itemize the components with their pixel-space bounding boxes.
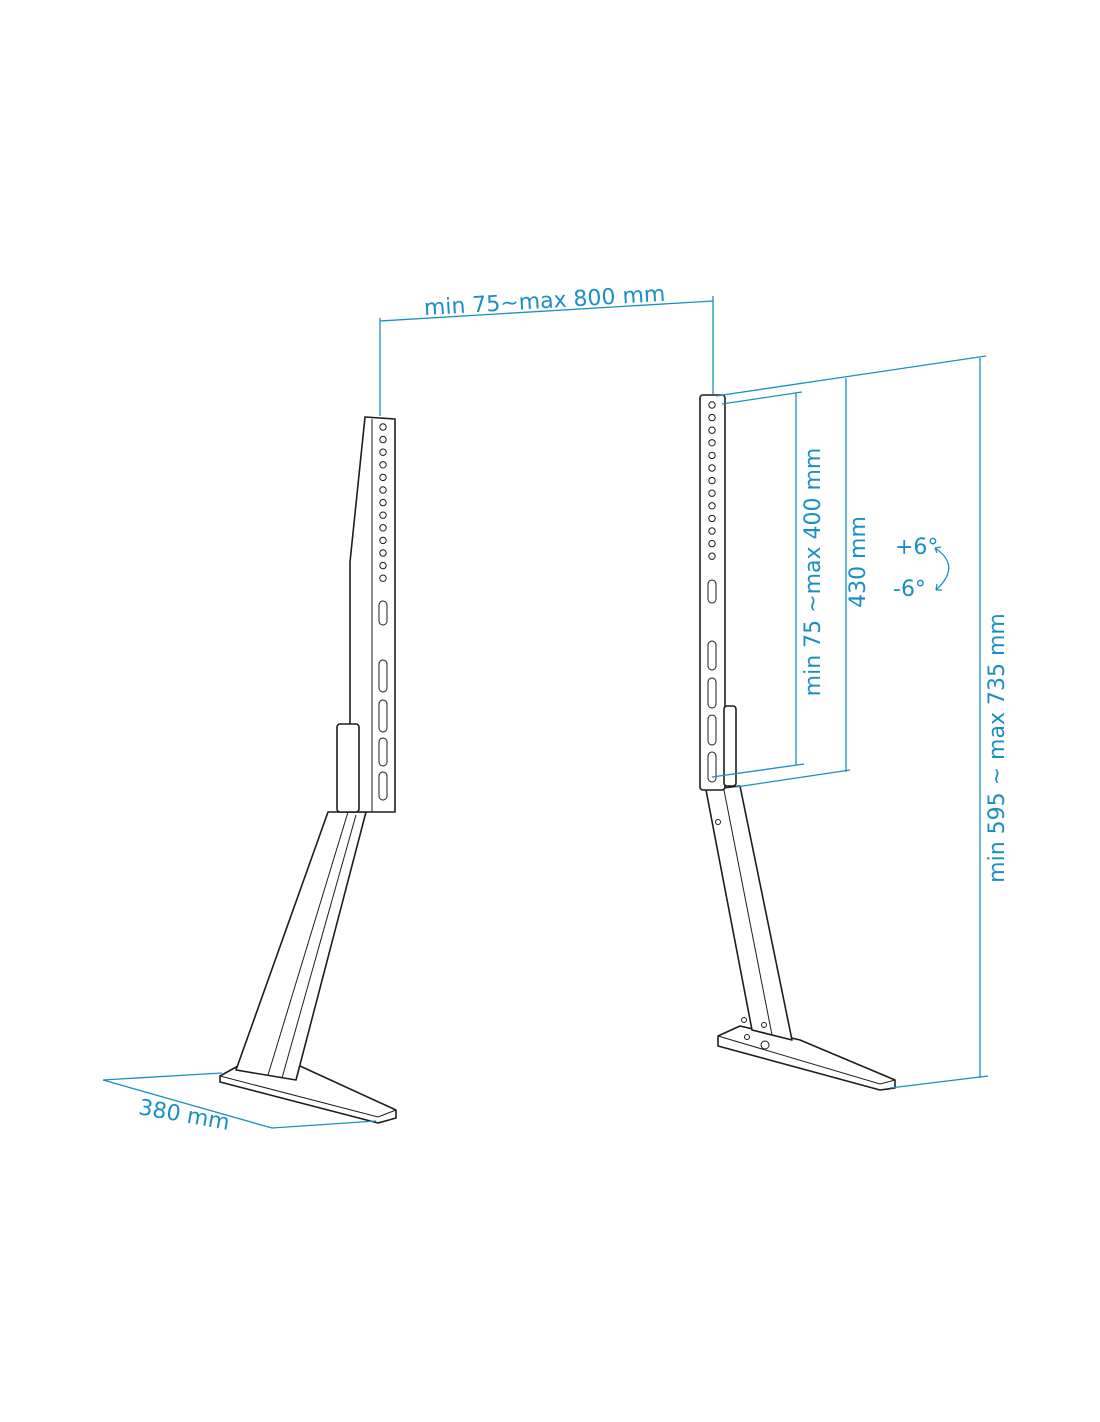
mounting-hole (379, 511, 387, 519)
mounting-hole (708, 426, 716, 434)
mounting-slot (707, 579, 717, 604)
left-hole-column (379, 423, 387, 582)
mounting-hole (708, 514, 716, 523)
mounting-hole (379, 461, 387, 469)
mounting-slot (707, 640, 717, 671)
left-leg (235, 811, 367, 1081)
mounting-hole (708, 451, 716, 460)
mounting-hole (379, 498, 387, 507)
mounting-hole (379, 486, 387, 494)
right-bracket (699, 394, 726, 791)
mounting-hole (708, 464, 716, 472)
mounting-hole (379, 574, 387, 582)
mounting-hole (379, 524, 387, 532)
bracket-length-label: 430 mm (846, 516, 871, 608)
mounting-slot (378, 659, 388, 693)
mounting-hole (379, 536, 387, 545)
mounting-hole (708, 527, 716, 535)
left-clamp (336, 723, 360, 813)
vesa-vertical-label: min 75 ~max 400 mm (801, 448, 826, 697)
mounting-slot (707, 714, 717, 746)
mounting-hole (708, 439, 716, 447)
mounting-slot (707, 751, 717, 783)
left-stand (219, 416, 397, 1124)
mounting-slot (707, 677, 717, 709)
mounting-slot (378, 737, 388, 767)
right-leg (705, 785, 793, 1041)
mounting-hole (708, 401, 716, 409)
mounting-slot (378, 600, 388, 626)
mounting-hole (708, 539, 716, 548)
tilt-arc-arrow-icon (934, 546, 950, 591)
right-slot-column (707, 579, 717, 783)
dimension-lines (102, 296, 989, 1129)
mounting-hole (379, 473, 387, 482)
left-slot-column (378, 600, 388, 801)
mounting-hole (379, 423, 387, 431)
mounting-hole (379, 435, 387, 444)
mounting-slot (378, 699, 388, 733)
mounting-hole (379, 561, 387, 570)
foot-depth-label: 380 mm (137, 1095, 232, 1136)
mounting-hole (379, 448, 387, 456)
mounting-hole (708, 413, 716, 422)
right-hole-column (708, 401, 716, 560)
width-range-label: min 75~max 800 mm (423, 282, 666, 321)
mounting-slot (378, 771, 388, 801)
mounting-hole (708, 502, 716, 510)
tilt-up-label: +6° (895, 535, 938, 560)
mounting-hole (708, 489, 716, 497)
mounting-hole (379, 549, 387, 557)
tilt-down-label: -6° (893, 577, 926, 602)
height-range-label: min 595 ~ max 735 mm (985, 613, 1010, 883)
mounting-hole (708, 476, 716, 485)
mounting-hole (708, 552, 716, 560)
right-stand (699, 394, 896, 1091)
